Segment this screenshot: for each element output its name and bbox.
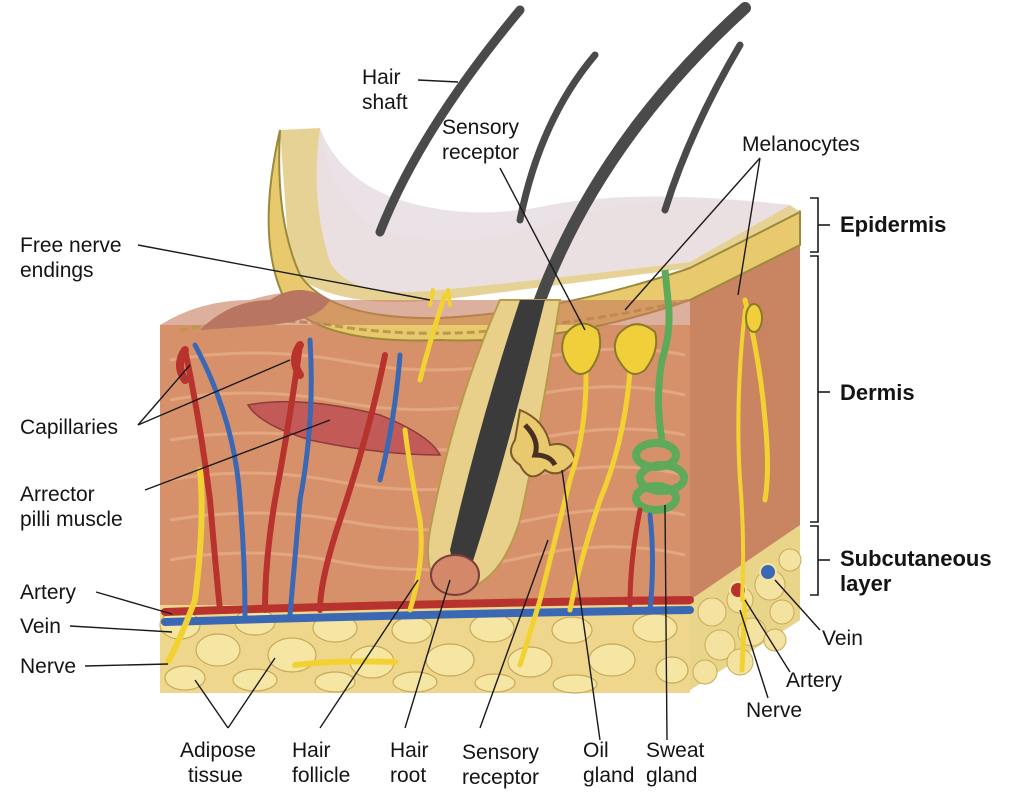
- label-sweat-gland-line2: gland: [646, 764, 698, 787]
- label-sweat-gland-line1: Sweat: [646, 739, 705, 762]
- skin-surface-top: [316, 128, 790, 293]
- label-free-nerve-endings-line2: endings: [20, 259, 94, 282]
- label-sensory-receptor-top-line1: Sensory: [442, 116, 520, 139]
- layer-epidermis-text: Epidermis: [840, 212, 947, 237]
- arteries: [161, 341, 694, 616]
- label-sensory-receptor-top: Sensory receptor: [442, 115, 519, 165]
- leader-lines: [69, 79, 821, 741]
- label-hair-follicle-line1: Hair: [292, 739, 331, 762]
- sweat-coil: [632, 439, 688, 514]
- hair-bulb: [430, 554, 480, 596]
- sweat-duct: [655, 269, 673, 441]
- label-artery-right-text: Artery: [786, 669, 843, 692]
- label-hair-shaft: Hair shaft: [362, 65, 408, 115]
- veins: [161, 337, 694, 626]
- hair-shafts: [375, 2, 751, 306]
- layer-epidermis: Epidermis: [840, 212, 946, 237]
- label-hair-root-line2: root: [390, 764, 427, 787]
- label-nerve-left: Nerve: [20, 654, 76, 679]
- label-vein-left-text: Vein: [20, 615, 61, 638]
- label-capillaries-text: Capillaries: [20, 416, 119, 439]
- layer-subcutaneous-line1: Subcutaneous: [840, 546, 992, 571]
- label-adipose-tissue: Adipose tissue: [180, 738, 256, 788]
- label-free-nerve-endings-line1: Free nerve: [20, 234, 122, 257]
- sensory-receptors: [561, 303, 763, 375]
- label-artery-left: Artery: [20, 580, 76, 605]
- label-sensory-receptor-bottom-line2: receptor: [462, 766, 540, 789]
- label-artery-right: Artery: [786, 668, 842, 693]
- label-hair-root-line1: Hair: [390, 739, 429, 762]
- dermis-front: [160, 325, 690, 605]
- label-arrector-line2: pilli muscle: [20, 508, 123, 531]
- layer-subcutaneous: Subcutaneous layer: [840, 546, 992, 596]
- label-hair-shaft-line2: shaft: [362, 91, 408, 114]
- label-oil-gland-line2: gland: [583, 764, 635, 787]
- label-capillaries: Capillaries: [20, 415, 118, 440]
- label-oil-gland: Oil gland: [583, 738, 634, 788]
- label-vein-right: Vein: [822, 626, 863, 651]
- right-vein-dot: [759, 563, 777, 581]
- layer-brackets: [810, 197, 830, 596]
- label-hair-follicle-line2: follicle: [292, 764, 351, 787]
- label-sensory-receptor-bottom-line1: Sensory: [462, 741, 540, 764]
- label-arrector-pilli-muscle: Arrector pilli muscle: [20, 482, 123, 532]
- label-arrector-line1: Arrector: [20, 483, 95, 506]
- label-hair-shaft-line1: Hair: [362, 66, 401, 89]
- hair-root-shaft: [450, 300, 545, 571]
- label-vein-right-text: Vein: [822, 627, 863, 650]
- label-nerve-right-text: Nerve: [746, 699, 803, 722]
- label-adipose-line1: Adipose: [180, 739, 256, 762]
- label-adipose-line2: tissue: [188, 764, 243, 787]
- label-oil-gland-line1: Oil: [583, 739, 609, 762]
- label-sensory-receptor-top-line2: receptor: [442, 141, 520, 164]
- label-free-nerve-endings: Free nerve endings: [20, 233, 122, 283]
- label-melanocytes-text: Melanocytes: [742, 133, 860, 156]
- layer-dermis-text: Dermis: [840, 380, 915, 405]
- label-sensory-receptor-bottom: Sensory receptor: [462, 740, 539, 790]
- label-hair-root: Hair root: [390, 738, 429, 788]
- skin-fold: [200, 290, 330, 330]
- layer-dermis: Dermis: [840, 380, 915, 405]
- layer-subcutaneous-line2: layer: [840, 571, 892, 596]
- label-melanocytes: Melanocytes: [742, 132, 860, 157]
- label-nerve-right: Nerve: [746, 698, 802, 723]
- label-vein-left: Vein: [20, 614, 61, 639]
- label-artery-left-text: Artery: [20, 581, 77, 604]
- label-hair-follicle: Hair follicle: [292, 738, 350, 788]
- label-sweat-gland: Sweat gland: [646, 738, 704, 788]
- label-nerve-left-text: Nerve: [20, 655, 77, 678]
